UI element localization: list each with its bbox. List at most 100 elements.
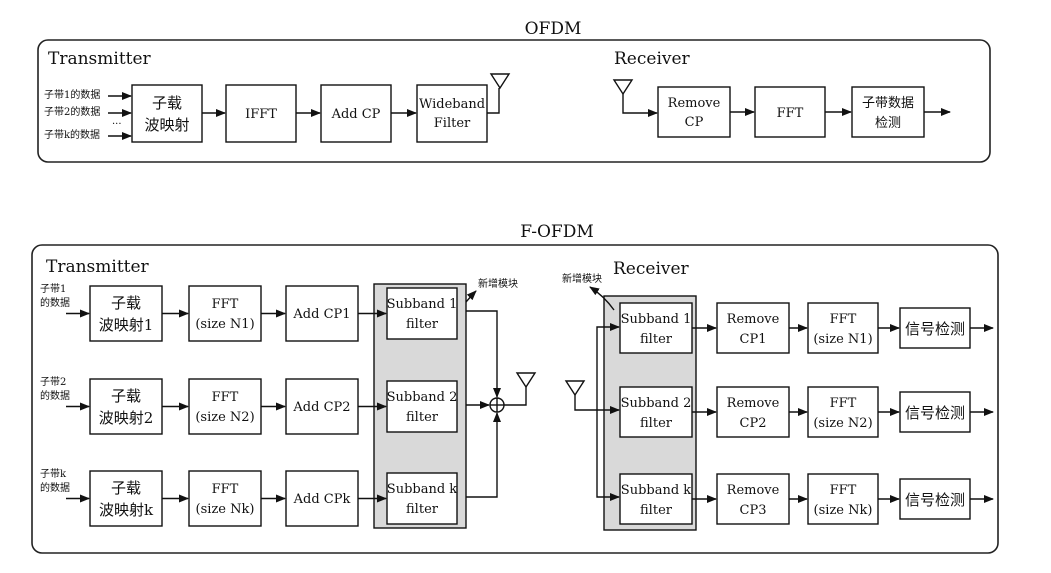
fofdm-sum-bot-wire (466, 412, 501, 498)
fofdm-sum-top-wire (466, 310, 501, 398)
fofdm-rx-detect-label: 信号检测 (905, 320, 965, 338)
fofdm-tx-filter-line1: Subband 1 (387, 297, 458, 312)
ofdm-mapping-line1: 子载 (152, 94, 182, 112)
fofdm-tx-input-2-line1: 子带2 (40, 376, 66, 388)
fofdm-rx-filter-line1: Subband 2 (621, 396, 692, 411)
fofdm-rx-fft-line2: (size N2) (813, 416, 872, 431)
ofdm-filter-line2: Filter (434, 116, 471, 131)
ofdm-detect-line1: 子带数据 (862, 96, 914, 111)
fofdm-rx-detect-block-2 (899, 391, 971, 433)
fofdm-rx-removecp-line2: CP2 (740, 416, 767, 431)
fofdm-tx-fft-line1: FFT (212, 390, 239, 405)
fofdm-rx-filter-line2: filter (640, 416, 673, 431)
fofdm-rx-removecp-line2: CP3 (740, 503, 767, 518)
fofdm-tx-fft-block-2 (188, 378, 262, 435)
fofdm-tx-rows: 子带1的数据子载波映射1FFT(size N1)Add CP1Subband 1… (40, 283, 458, 527)
ofdm-fft-block (754, 86, 826, 138)
ofdm-input-k: 子带k的数据 (44, 128, 100, 141)
ofdm-detect-line2: 检测 (875, 116, 901, 131)
fofdm-tx-input-1-line2: 的数据 (40, 296, 70, 309)
fofdm-rx-removecp-line1: Remove (727, 483, 780, 498)
ofdm-ifft-block (225, 84, 297, 143)
fofdm-tx-addcp-block-3 (285, 470, 359, 527)
fofdm-rx-detect-label: 信号检测 (905, 491, 965, 509)
fofdm-tx-addcp-label: Add CP1 (292, 307, 350, 322)
fofdm-tx-input-3-line2: 的数据 (40, 481, 70, 494)
fofdm-rx-removecp-block-3 (716, 473, 790, 525)
ofdm-input-2: 子带2的数据 (44, 105, 100, 118)
fofdm-rx-filter-line2: filter (640, 503, 673, 518)
fofdm-tx-input-3-line1: 子带k (40, 468, 67, 480)
ofdm-fft-label: FFT (777, 106, 804, 121)
fofdm-rx-fft-line1: FFT (830, 483, 857, 498)
fofdm-rx-fft-line1: FFT (830, 396, 857, 411)
ofdm-rx-label: Receiver (614, 49, 691, 69)
fofdm-rx-subband-filter-3 (619, 473, 693, 525)
ofdm-tx-label: Transmitter (48, 49, 152, 69)
ofdm-detect-block (851, 86, 925, 138)
fofdm-tx-filter-line1: Subband 2 (387, 390, 458, 405)
ofdm-mapping-line2: 波映射 (144, 116, 189, 134)
fofdm-rx-removecp-line1: Remove (727, 312, 780, 327)
fofdm-tx-fft-line2: (size N1) (195, 317, 254, 332)
fofdm-rx-removecp-line1: Remove (727, 396, 780, 411)
fofdm-sum-node (489, 397, 505, 413)
fofdm-tx-fft-line1: FFT (212, 297, 239, 312)
ofdm-wideband-filter-block (416, 84, 488, 143)
fofdm-tx-subband-filter-3 (386, 472, 458, 525)
ofdm-filter-line1: Wideband (419, 97, 485, 112)
fofdm-tx-label: Transmitter (46, 257, 150, 277)
fofdm-tx-subband-filter-1 (386, 287, 458, 340)
fofdm-tx-filter-line2: filter (406, 317, 439, 332)
ofdm-input-ellipsis: ··· (112, 119, 122, 130)
fofdm-tx-filter-line2: filter (406, 410, 439, 425)
ofdm-input-1: 子带1的数据 (44, 88, 100, 101)
fofdm-tx-mapping-line1: 子载 (111, 387, 141, 405)
fofdm-tx-addcp-label: Add CPk (293, 492, 351, 507)
fofdm-rx-fft-line1: FFT (830, 312, 857, 327)
fofdm-rx-filter-line2: filter (640, 332, 673, 347)
fofdm-tx-filter-line2: filter (406, 502, 439, 517)
fofdm-tx-mapping-line2: 波映射1 (99, 316, 154, 334)
fofdm-rx-fft-block-3 (807, 473, 879, 525)
fofdm-tx-fft-line2: (size N2) (195, 410, 254, 425)
fofdm-rx-fft-line2: (size Nk) (814, 503, 873, 518)
fofdm-tx-mapping-line1: 子载 (111, 479, 141, 497)
fofdm-tx-subband-filter-2 (386, 380, 458, 433)
fofdm-rx-filter-line1: Subband 1 (621, 312, 692, 327)
fofdm-tx-mapping-line2: 波映射k (99, 501, 154, 519)
ofdm-rx-antenna-icon (612, 79, 658, 117)
ofdm-removecp-block (657, 86, 731, 138)
fofdm-rx-dist-bot (596, 410, 620, 501)
fofdm-tx-addcp-block-2 (285, 378, 359, 435)
ofdm-frame (37, 39, 991, 163)
ofdm-removecp-line2: CP (685, 115, 704, 130)
fofdm-rx-subband-filter-2 (619, 386, 693, 438)
fofdm-tx-mapping-block-1 (89, 285, 163, 342)
ofdm-removecp-line1: Remove (668, 96, 721, 111)
fofdm-tx-mapping-block-3 (89, 470, 163, 527)
ofdm-tx-antenna-icon (487, 73, 511, 114)
fofdm-rx-fft-block-2 (807, 386, 879, 438)
fofdm-rx-fft-line2: (size N1) (813, 332, 872, 347)
fofdm-tx-mapping-line2: 波映射2 (99, 409, 154, 427)
fofdm-rx-antenna-icon (564, 380, 597, 411)
fofdm-tx-input-1-line1: 子带1 (40, 283, 66, 295)
fofdm-rx-filter-line1: Subband k (621, 483, 691, 498)
ofdm-addcp-label: Add CP (331, 107, 381, 122)
fofdm-rx-new-module-label: 新增模块 (562, 272, 602, 285)
fofdm-tx-fft-line1: FFT (212, 482, 239, 497)
fofdm-tx-filter-line1: Subband k (387, 482, 457, 497)
fofdm-tx-new-module-label: 新增模块 (478, 277, 518, 290)
fofdm-tx-addcp-label: Add CP2 (292, 400, 350, 415)
ofdm-addcp-block (320, 84, 392, 143)
fofdm-tx-fft-block-3 (188, 470, 262, 527)
fofdm-rx-dist-top (596, 323, 620, 410)
fofdm-rx-fft-block-1 (807, 302, 879, 354)
fofdm-tx-mapping-line1: 子载 (111, 294, 141, 312)
fofdm-tx-new-module-pointer (465, 290, 477, 303)
fofdm-rx-new-module-pointer (589, 286, 615, 311)
fofdm-frame (31, 244, 999, 554)
